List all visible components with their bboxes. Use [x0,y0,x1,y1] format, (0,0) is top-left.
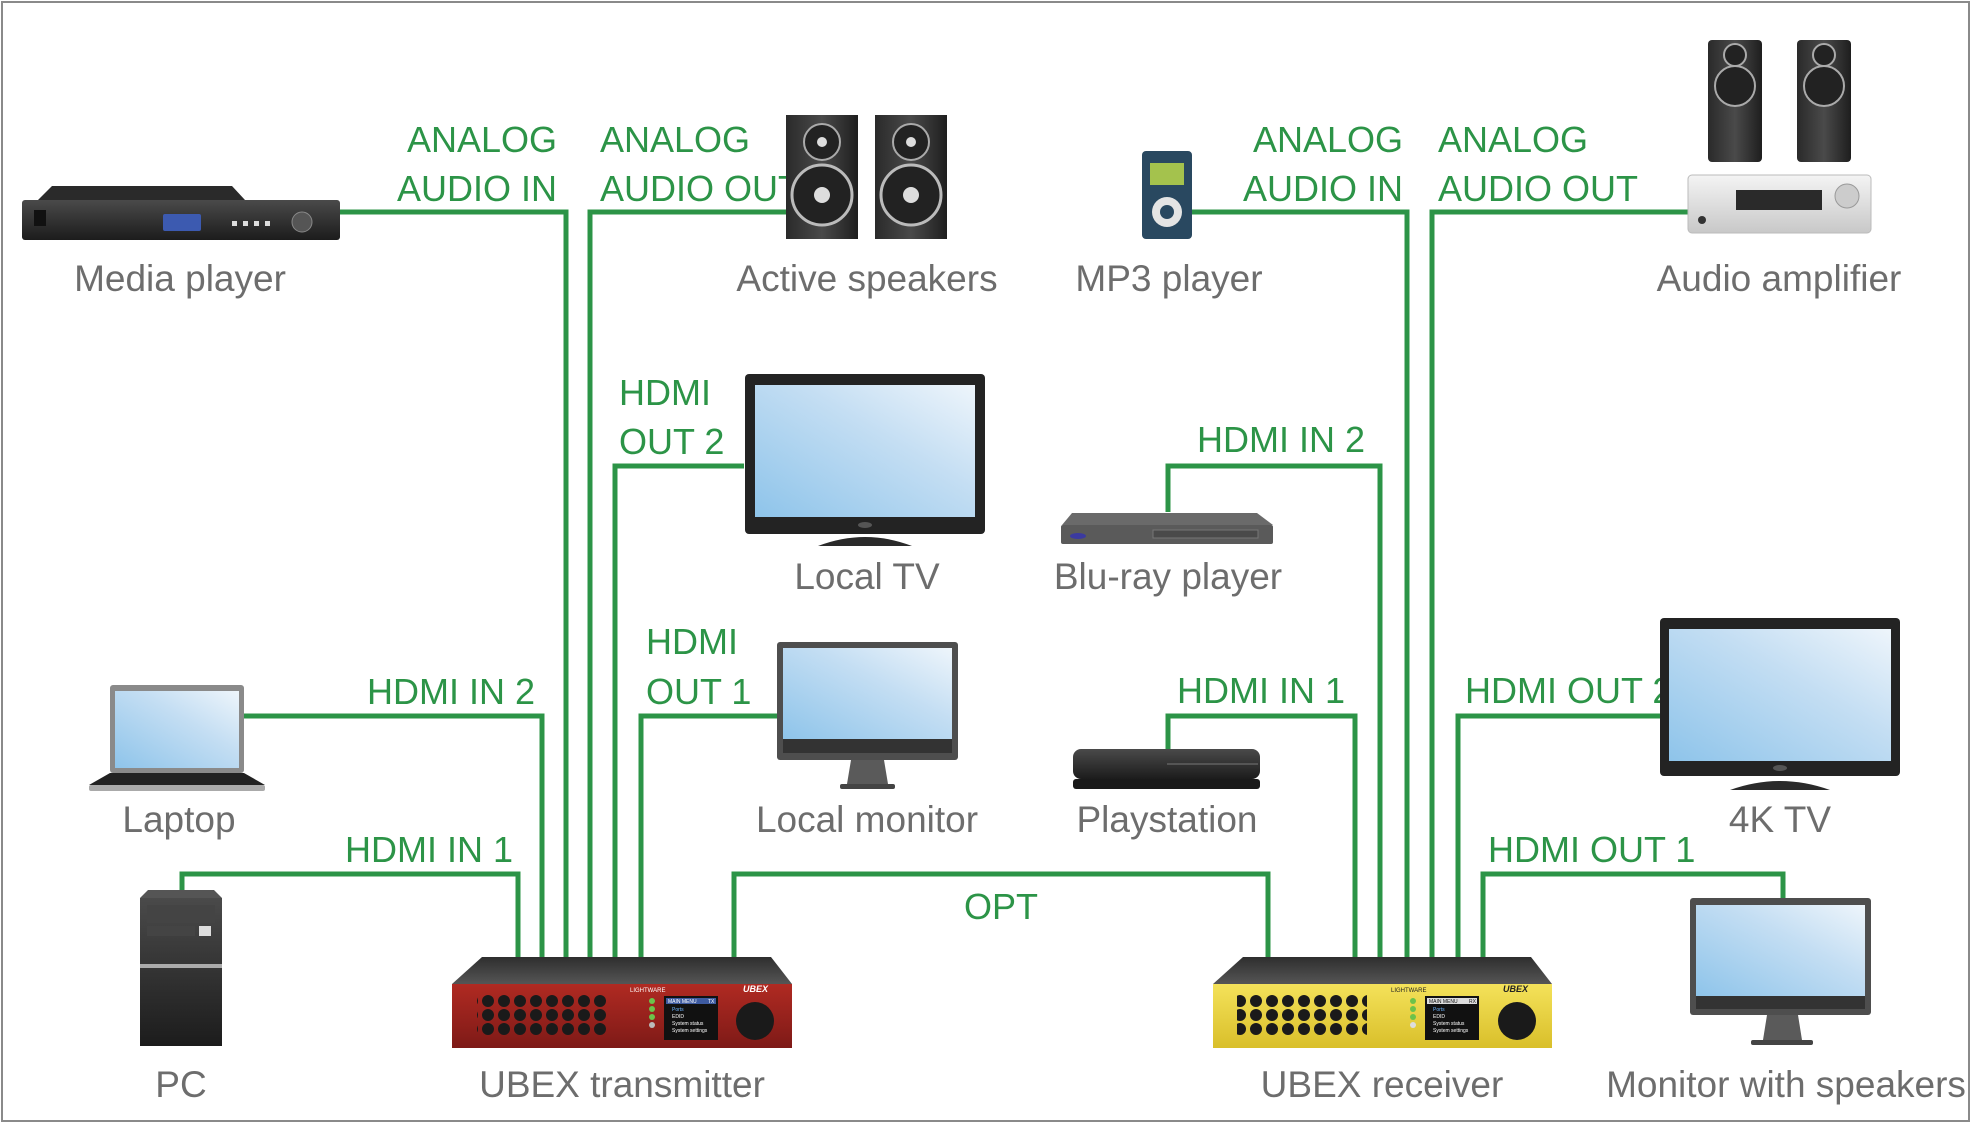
port-label-opt: OPT [964,886,1038,927]
tx-model: UBEX [743,984,769,994]
4k-tv-label: 4K TV [1729,799,1831,840]
ubex-receiver-label: UBEX receiver [1261,1064,1504,1105]
audio-amplifier-label: Audio amplifier [1657,258,1902,299]
wire-rx-hdmi-in1 [1165,713,1358,957]
wire-tx-hdmi-in2 [243,713,545,957]
mp3-player-icon[interactable] [1142,151,1192,239]
mp3-player-label: MP3 player [1075,258,1262,299]
port-label-rx-analog-in: AUDIO IN [1243,168,1403,209]
rx-menu-item: EDID [1433,1014,1445,1020]
pc-label: PC [155,1064,206,1105]
wires [179,209,1786,957]
media-player-icon[interactable] [22,186,340,240]
rx-model: UBEX [1503,984,1529,994]
port-label-tx-hdmi-out2: HDMI [619,372,711,413]
port-label-rx-hdmi-in2: HDMI IN 2 [1197,419,1365,460]
tx-menu-item: System settings [672,1028,708,1034]
port-label-tx-hdmi-out1: HDMI [646,621,738,662]
port-label-tx-analog-out: ANALOG [600,119,750,160]
port-label-rx-analog-in: ANALOG [1253,119,1403,160]
port-label-tx-analog-in: AUDIO IN [397,168,557,209]
ubex-receiver-icon[interactable]: MAIN MENU RX Ports EDID System status Sy… [1213,957,1552,1048]
monitor-with-speakers-label: Monitor with speakers [1606,1064,1966,1105]
port-label-rx-hdmi-in1: HDMI IN 1 [1177,670,1345,711]
local-tv-label: Local TV [794,556,940,597]
local-monitor-label: Local monitor [756,799,978,840]
wire-rx-analog-audio-out [1429,209,1690,957]
tx-menu-title: MAIN MENU [668,999,697,1005]
rx-menu-item: System status [1433,1021,1465,1027]
port-label-tx-hdmi-out1: OUT 1 [646,671,751,712]
audio-amplifier-icon[interactable] [1687,40,1872,234]
port-label-rx-analog-out: ANALOG [1438,119,1588,160]
playstation-icon[interactable] [1073,749,1260,789]
active-speakers-label: Active speakers [736,258,997,299]
laptop-icon[interactable] [89,685,265,791]
laptop-label: Laptop [122,799,235,840]
wire-tx-analog-audio-in [340,209,569,957]
port-label-tx-hdmi-in2: HDMI IN 2 [367,671,535,712]
tx-menu-item: System status [672,1021,704,1027]
rx-menu-item: Ports [1433,1007,1445,1013]
port-label-rx-hdmi-out2: HDMI OUT 2 [1465,670,1672,711]
wire-rx-hdmi-out1 [1480,871,1786,957]
wire-rx-analog-audio-in [1192,209,1410,957]
media-player-label: Media player [74,258,286,299]
tx-menu-item: EDID [672,1014,684,1020]
wire-tx-hdmi-in1 [179,871,521,957]
wire-rx-hdmi-in2 [1165,463,1383,957]
ubex-transmitter-label: UBEX transmitter [479,1064,765,1105]
playstation-label: Playstation [1077,799,1258,840]
pc-icon[interactable] [140,890,222,1046]
port-label-rx-hdmi-out1: HDMI OUT 1 [1488,829,1695,870]
tx-brand: LIGHTWARE [630,988,665,994]
port-label-rx-analog-out: AUDIO OUT [1438,168,1638,209]
wire-tx-hdmi-out2 [612,463,744,957]
local-monitor-icon[interactable] [777,642,958,789]
tx-menu-tag: TX [708,999,715,1005]
port-label-tx-analog-out: AUDIO OUT [600,168,800,209]
wire-opt [731,871,1271,957]
4k-tv-icon[interactable] [1660,618,1900,790]
wire-tx-analog-audio-out [587,209,786,957]
port-label-tx-hdmi-in1: HDMI IN 1 [345,829,513,870]
wire-rx-hdmi-out2 [1455,713,1660,957]
port-labels: ANALOG AUDIO IN ANALOG AUDIO OUT HDMI OU… [345,119,1695,927]
rx-brand: LIGHTWARE [1391,988,1426,994]
tx-menu-item: Ports [672,1007,684,1013]
active-speakers-icon[interactable] [786,115,947,239]
rx-menu-title: MAIN MENU [1429,999,1458,1005]
monitor-with-speakers-icon[interactable] [1690,898,1871,1045]
local-tv-icon[interactable] [745,374,985,546]
ubex-transmitter-icon[interactable]: MAIN MENU TX Ports EDID System status Sy… [452,957,792,1048]
rx-menu-item: System settings [1433,1028,1469,1034]
bluray-player-label: Blu-ray player [1054,556,1282,597]
port-label-tx-hdmi-out2: OUT 2 [619,421,724,462]
wire-tx-hdmi-out1 [638,713,777,957]
bluray-player-icon[interactable] [1061,513,1273,544]
rx-menu-tag: RX [1469,999,1477,1005]
port-label-tx-analog-in: ANALOG [407,119,557,160]
